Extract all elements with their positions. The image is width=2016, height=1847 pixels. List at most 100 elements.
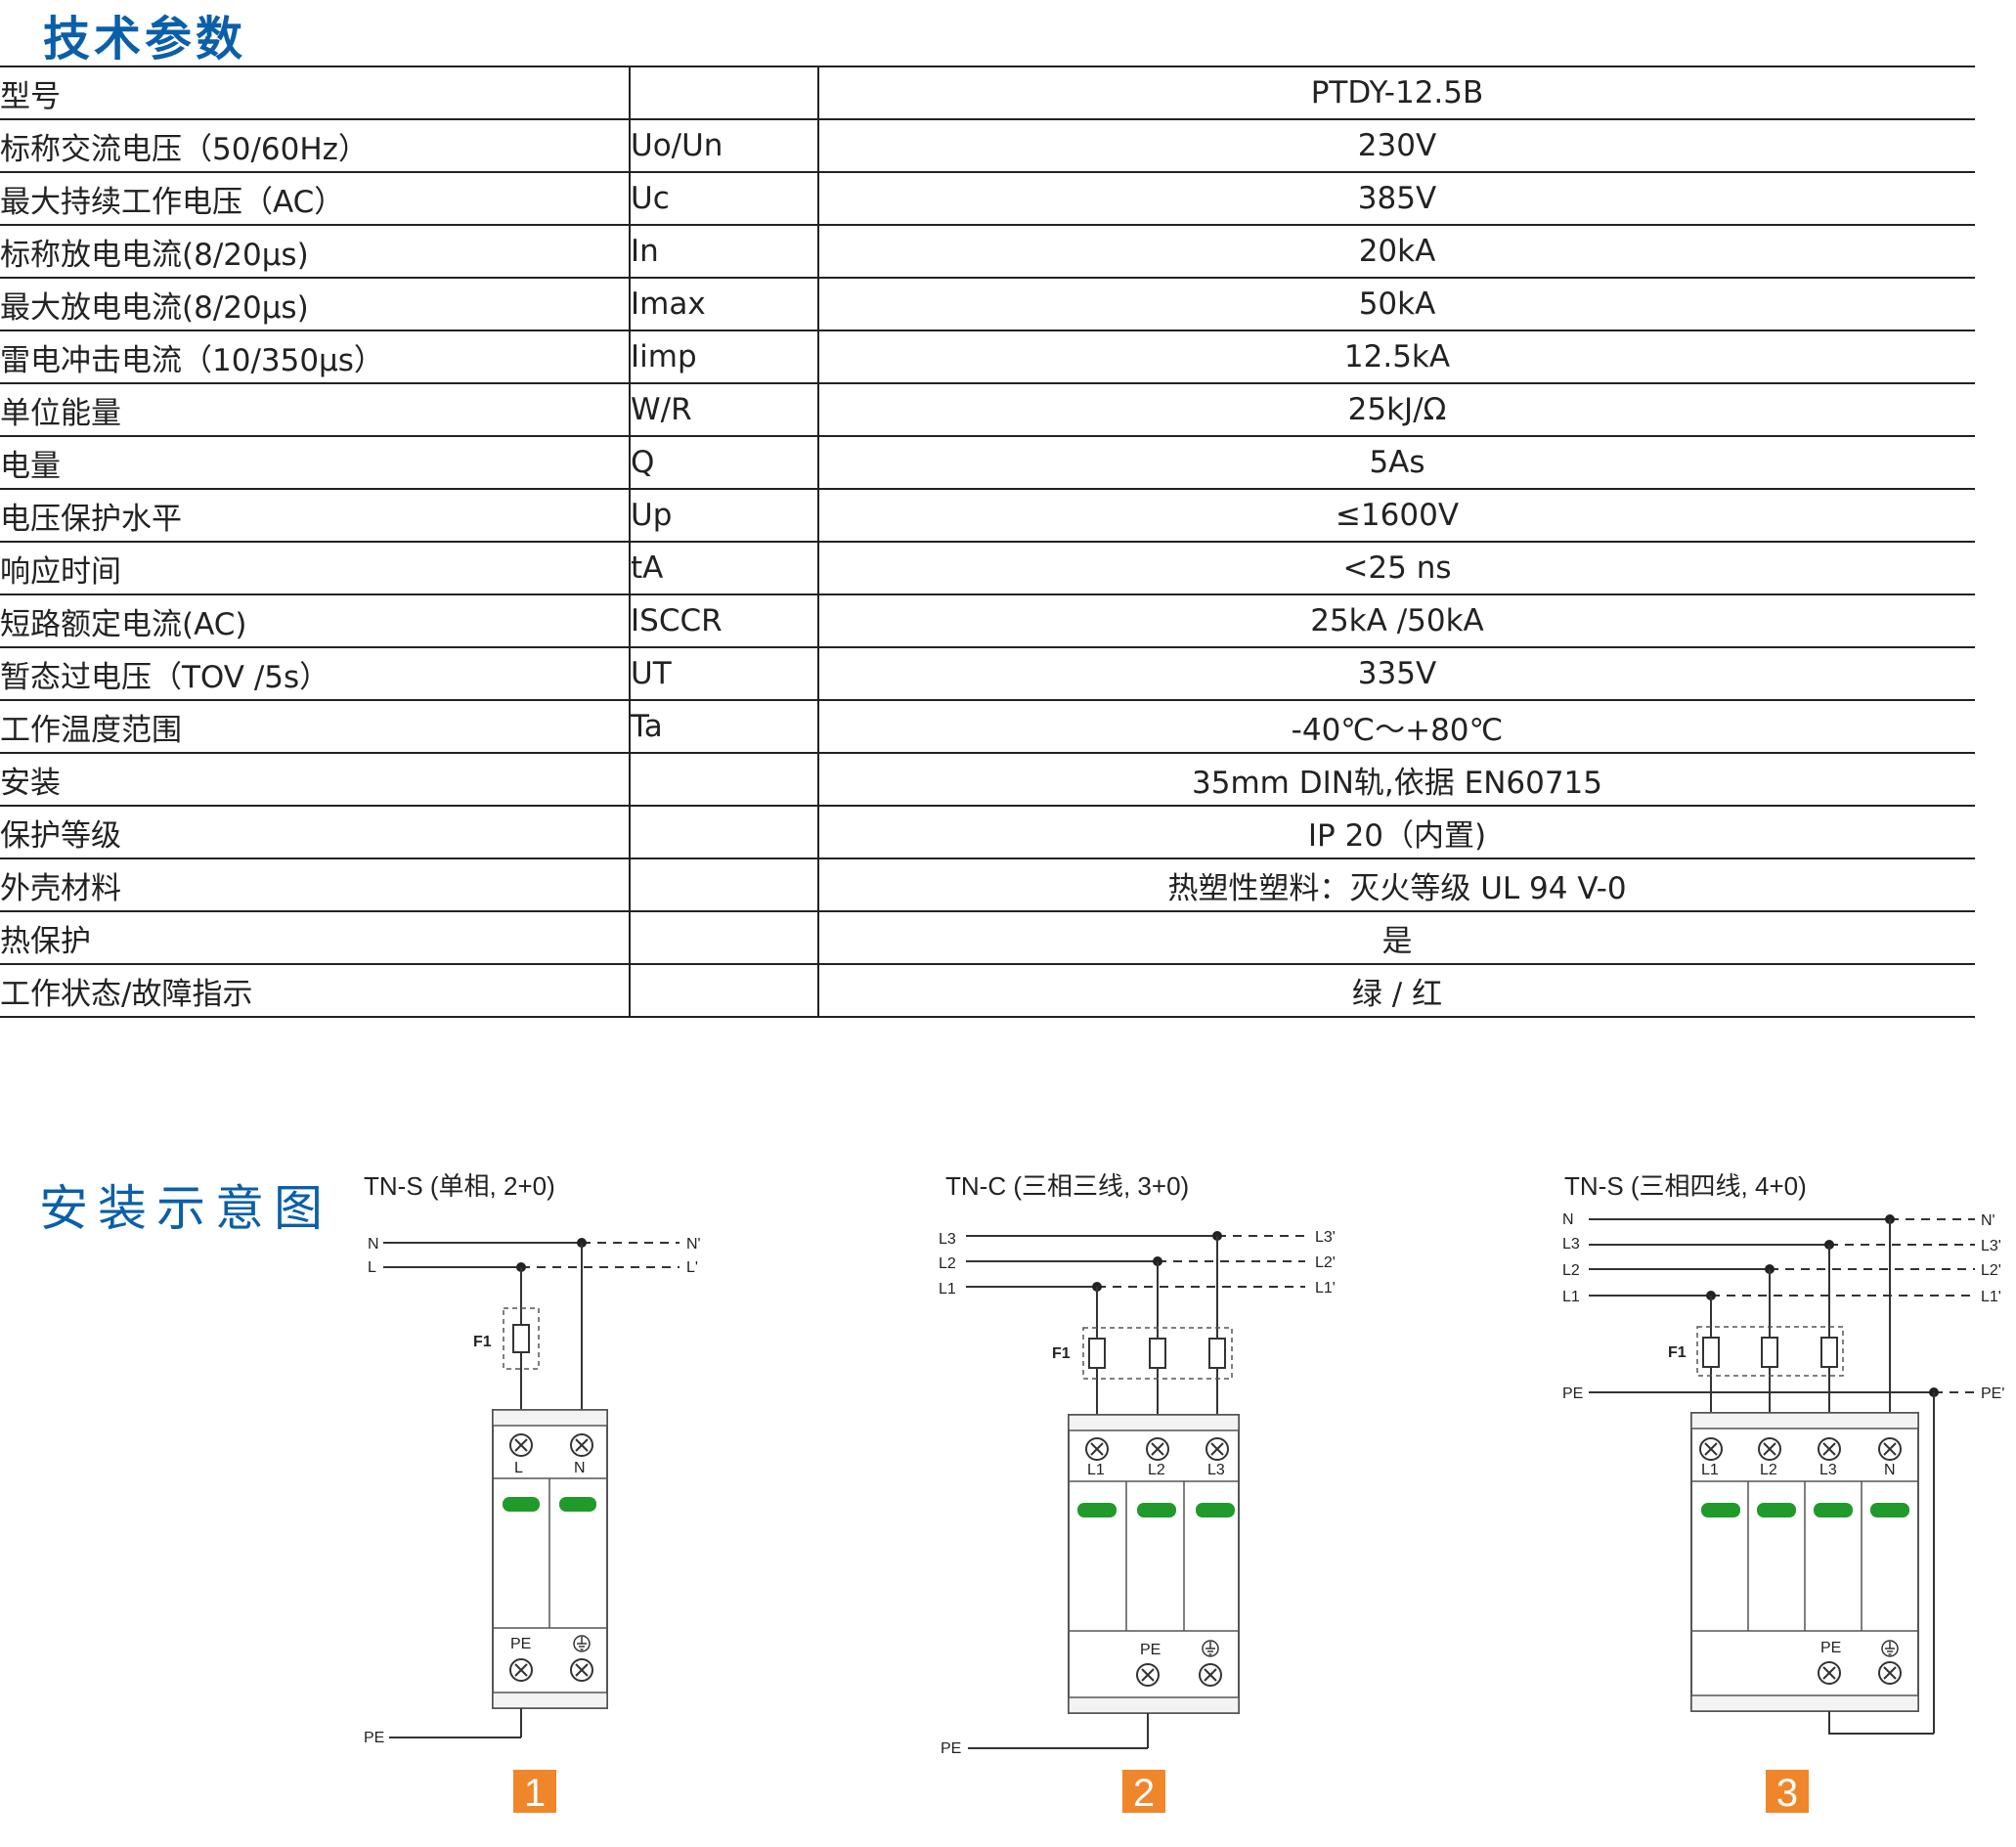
out-label-l1: L1' bbox=[1981, 1289, 2001, 1305]
diagram-3: TN-S (三相四线, 4+0) N L3 L2 L1 N' L3' L2' L… bbox=[1562, 1171, 2004, 1815]
pe-out-label: PE' bbox=[1981, 1385, 2004, 1402]
spec-value: 25kA /50kA bbox=[817, 594, 1975, 648]
pe-in-label: PE bbox=[1562, 1385, 1583, 1402]
spec-name: 电量 bbox=[0, 436, 630, 490]
spec-symbol bbox=[629, 66, 818, 120]
line-label-l1: L1 bbox=[1562, 1289, 1580, 1305]
line-label-l: L bbox=[368, 1259, 376, 1276]
terminal-screw-icon bbox=[1699, 1437, 1723, 1461]
out-label-l1: L1' bbox=[1315, 1280, 1336, 1297]
ground-label: PE bbox=[941, 1740, 961, 1757]
spec-row: 热保护是 bbox=[0, 911, 1975, 965]
status-indicator bbox=[503, 1497, 540, 1512]
spec-value: 385V bbox=[817, 172, 1975, 226]
terminal-screw-icon bbox=[1146, 1437, 1169, 1461]
spec-value: <25 ns bbox=[817, 542, 1975, 595]
line-label-n: N bbox=[1562, 1211, 1574, 1228]
status-indicator bbox=[1814, 1503, 1853, 1517]
spec-value: 20kA bbox=[817, 225, 1975, 279]
terminal-label: L3 bbox=[1207, 1462, 1225, 1478]
fuse-icon bbox=[1208, 1338, 1226, 1369]
spec-value: 是 bbox=[817, 911, 1975, 965]
fuse-icon bbox=[1149, 1338, 1166, 1369]
status-indicator bbox=[1137, 1503, 1176, 1517]
diagram-number-badge bbox=[1766, 1770, 1809, 1813]
status-indicator bbox=[1701, 1503, 1740, 1517]
terminal-screw-icon bbox=[1878, 1437, 1902, 1461]
spec-symbol: Imax bbox=[629, 278, 818, 331]
spec-value: 热塑性塑料：灭火等级 UL 94 V-0 bbox=[817, 858, 1975, 912]
out-label-l2: L2' bbox=[1315, 1254, 1336, 1271]
spec-symbol: W/R bbox=[629, 383, 818, 437]
spec-name: 外壳材料 bbox=[0, 858, 630, 912]
terminal-screw-icon bbox=[570, 1658, 593, 1682]
diagram-number-badge bbox=[1122, 1770, 1165, 1813]
terminal-label: N bbox=[574, 1460, 586, 1476]
spec-value: 12.5kA bbox=[817, 330, 1975, 384]
spec-symbol bbox=[629, 964, 818, 1018]
fuse-icon bbox=[512, 1324, 530, 1353]
terminal-screw-icon bbox=[1878, 1661, 1902, 1685]
status-indicator bbox=[1870, 1503, 1909, 1517]
terminal-screw-icon bbox=[1818, 1437, 1841, 1461]
spec-value: 230V bbox=[817, 119, 1975, 173]
terminal-screw-icon bbox=[509, 1433, 533, 1457]
spec-name: 短路额定电流(AC) bbox=[0, 594, 630, 648]
diagram-number: 3 bbox=[1776, 1772, 1798, 1815]
spec-name: 电压保护水平 bbox=[0, 489, 630, 543]
fuse-label: F1 bbox=[1668, 1344, 1687, 1361]
spec-row: 外壳材料 热塑性塑料：灭火等级 UL 94 V-0 bbox=[0, 858, 1975, 912]
line-label-l1: L1 bbox=[939, 1281, 956, 1297]
terminal-screw-icon bbox=[1136, 1663, 1160, 1687]
spec-symbol: Iimp bbox=[629, 330, 818, 384]
spec-name: 安装 bbox=[0, 753, 630, 807]
spec-symbol: ISCCR bbox=[629, 594, 818, 648]
ground-icon bbox=[573, 1635, 591, 1652]
status-indicator bbox=[559, 1497, 596, 1512]
pe-terminal-label: PE bbox=[1820, 1640, 1841, 1656]
out-label-l3: L3' bbox=[1315, 1229, 1336, 1246]
spec-name: 工作温度范围 bbox=[0, 700, 630, 754]
status-indicator bbox=[1757, 1503, 1796, 1517]
spec-value: 25kJ/Ω bbox=[817, 383, 1975, 437]
terminal-label: L bbox=[514, 1460, 523, 1476]
fuse-icon bbox=[1702, 1337, 1720, 1368]
terminal-label: L3 bbox=[1819, 1462, 1837, 1478]
spec-symbol: Uc bbox=[629, 172, 818, 226]
terminal-screw-icon bbox=[509, 1658, 533, 1682]
diagram-title: TN-S (单相, 2+0) bbox=[364, 1171, 555, 1201]
diagram-2: TN-C (三相三线, 3+0) L3 L2 L1 L3' L2' L1' F1 bbox=[939, 1171, 1336, 1815]
terminal-label: L1 bbox=[1701, 1462, 1719, 1478]
fuse-icon bbox=[1820, 1337, 1838, 1368]
spec-value: ≤1600V bbox=[817, 489, 1975, 543]
spec-symbol bbox=[629, 753, 818, 807]
ground-icon bbox=[1881, 1640, 1899, 1657]
spec-name: 标称交流电压（50/60Hz） bbox=[0, 119, 630, 173]
diagram-1: TN-S (单相, 2+0) N L N' L' F1 L N PE bbox=[364, 1171, 701, 1815]
line-label-l2: L2 bbox=[939, 1255, 956, 1272]
spec-name: 雷电冲击电流（10/350μs） bbox=[0, 330, 630, 384]
fuse-label: F1 bbox=[473, 1334, 492, 1350]
spec-name: 响应时间 bbox=[0, 542, 630, 595]
line-label-l2: L2 bbox=[1562, 1262, 1580, 1279]
terminal-label: L1 bbox=[1087, 1462, 1105, 1478]
spec-name: 单位能量 bbox=[0, 383, 630, 437]
fuse-label: F1 bbox=[1052, 1345, 1071, 1362]
spec-value: PTDY-12.5B bbox=[817, 66, 1975, 120]
pe-terminal-label: PE bbox=[1140, 1642, 1161, 1658]
ground-label: PE bbox=[364, 1730, 384, 1746]
line-label-l3: L3 bbox=[939, 1231, 956, 1248]
fuse-box bbox=[1696, 1326, 1844, 1377]
terminal-label: N bbox=[1884, 1462, 1896, 1478]
diagram-number: 1 bbox=[524, 1772, 546, 1815]
